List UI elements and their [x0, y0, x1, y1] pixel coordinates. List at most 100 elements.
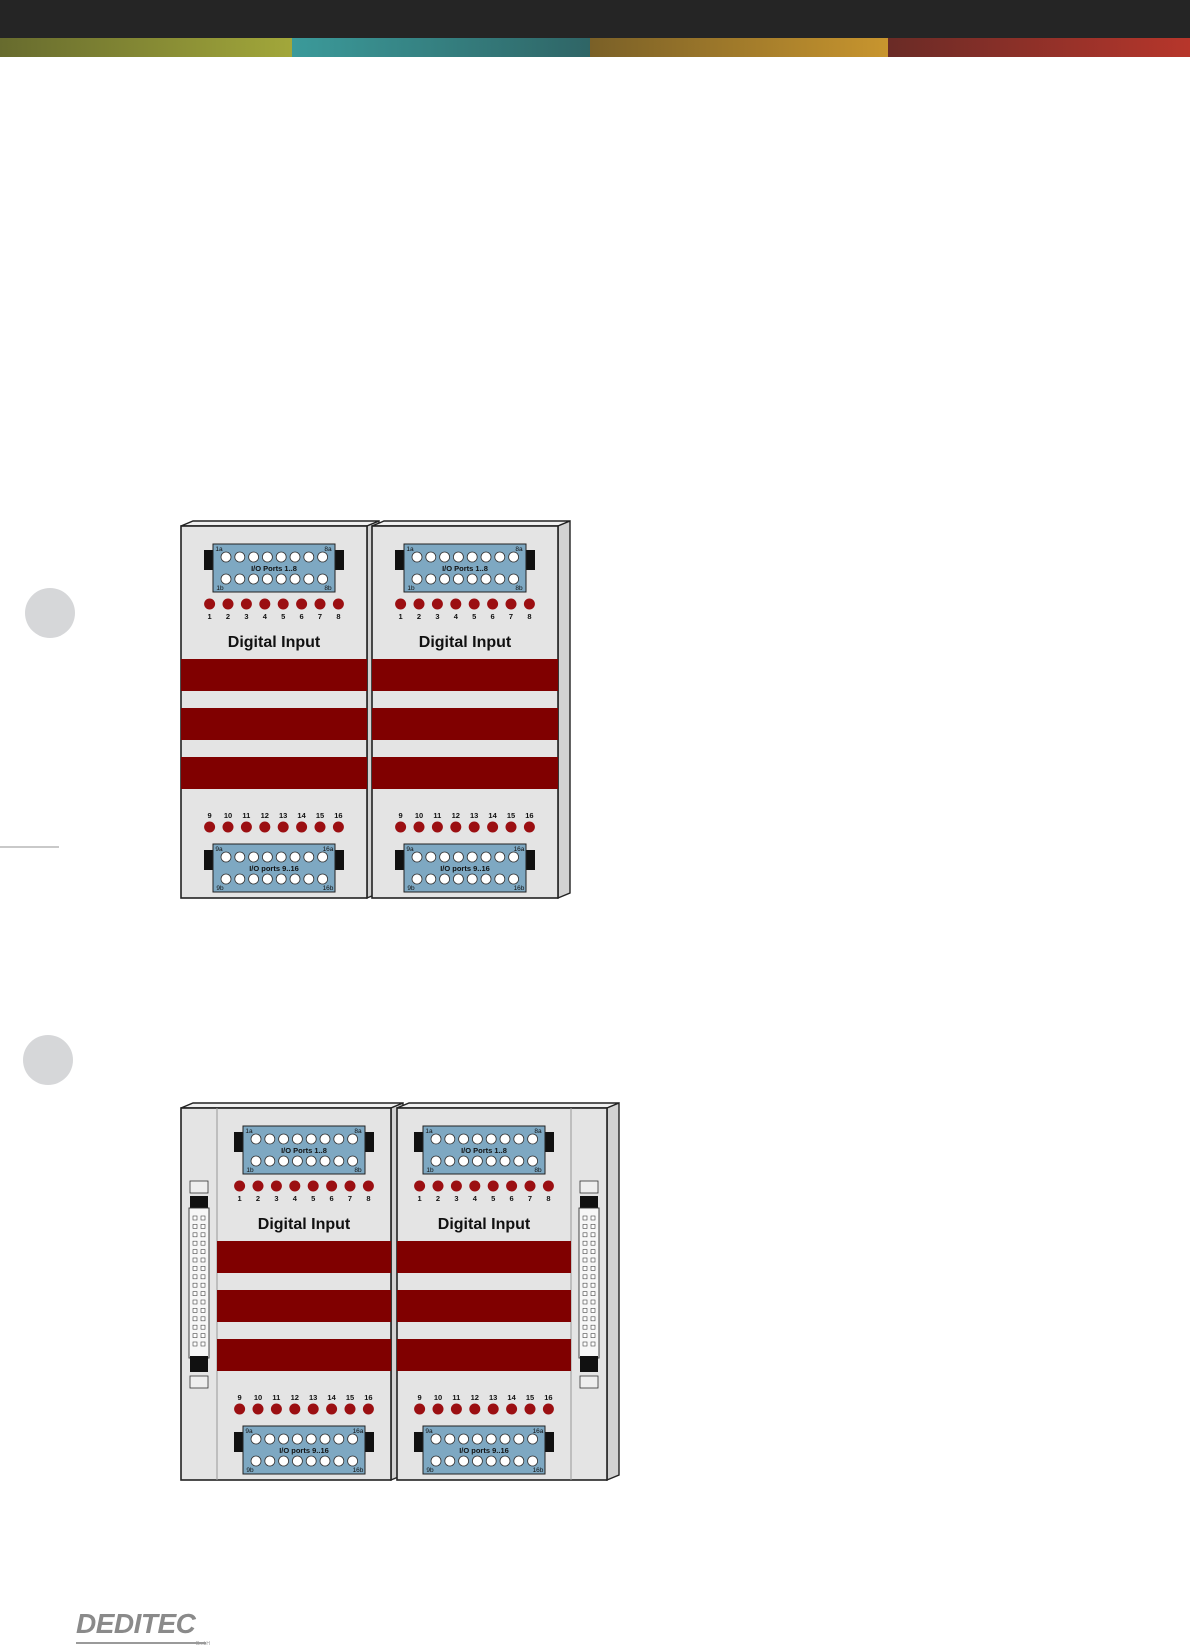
- fig2-module-2-top-pin: [499, 1133, 511, 1145]
- fig2-module-2-bottom-pin: [499, 1433, 511, 1445]
- fig1-module-1-bottom-latch-right: [335, 850, 344, 870]
- fig2-module-2-bottom-pin: [485, 1455, 497, 1467]
- fig2-module-1-top-latch-left: [234, 1132, 243, 1152]
- fig2-module-2-rail-hole: [590, 1282, 596, 1288]
- fig1-module-2-top-pin-label: 8b: [515, 585, 523, 592]
- fig1-module-2-bottom-led: [450, 821, 462, 833]
- fig2-module-2-label-band: [397, 1339, 571, 1371]
- fig2-module-2-bottom-pin: [513, 1455, 525, 1467]
- fig2-module-2-top-led: [524, 1180, 536, 1192]
- fig2-module-1-bottom-led: [289, 1403, 301, 1415]
- fig1-module-2-top-led: [468, 598, 480, 610]
- fig1-module-1-top-pin: [220, 573, 232, 585]
- fig2-module-1-top-led: [270, 1180, 282, 1192]
- fig1-module-2-bottom-pin: [452, 851, 464, 863]
- fig1-module-2-top-led: [395, 598, 407, 610]
- fig2-module-2-top-pin: [527, 1155, 538, 1167]
- fig2-module-2-bottom-led: [469, 1403, 481, 1415]
- fig2-module-1-rail-hole: [192, 1240, 198, 1246]
- fig2-module-1-rail-hole: [200, 1257, 206, 1263]
- fig1-module-1-top-connector: [212, 543, 336, 593]
- fig1-module-2-bottom-led: [505, 821, 517, 833]
- logo-text: DEDITEC: [76, 1608, 196, 1639]
- fig2-module-2-rail-hole: [582, 1324, 588, 1330]
- fig1-module-2-bottom-connector-label: I/O ports 9..16: [440, 864, 490, 873]
- fig2-module-1-top-led: [252, 1180, 264, 1192]
- fig2-module-1-top-led-number: 2: [256, 1194, 260, 1203]
- fig2-module-2-bottom-latch-right: [545, 1432, 554, 1452]
- fig1-module-2-top-pin: [480, 573, 492, 585]
- fig1-module-2-bottom-latch-right: [526, 850, 535, 870]
- fig2-module-1-rail-hole: [200, 1266, 206, 1271]
- fig1-module-2-bottom-pin: [480, 873, 492, 885]
- fig1-module-2-bottom-led: [431, 821, 443, 833]
- fig1-module-1-top-pin: [289, 573, 301, 585]
- fig2-module-2-top-led: [487, 1180, 499, 1192]
- fig1-module-1-top-led-number: 4: [263, 612, 268, 621]
- fig1-module-1-bottom-led-number: 15: [316, 811, 324, 820]
- fig2-module-2-bottom-led-number: 16: [544, 1393, 552, 1402]
- fig1-module-2-bottom-led-number: 15: [507, 811, 515, 820]
- fig2-module-2-top-led: [506, 1180, 518, 1192]
- fig2-module-1-bottom-pin: [291, 1455, 303, 1467]
- fig1-module-1-bottom-pin-label: 16a: [323, 846, 334, 853]
- fig2-module-1-rail-hole: [192, 1266, 198, 1271]
- fig2-module-2-bottom-pin: [458, 1433, 470, 1445]
- fig1-module-1-bottom-connector-label: I/O ports 9..16: [249, 864, 299, 873]
- fig2-module-1-bottom-led-number: 16: [364, 1393, 372, 1402]
- fig2-module-2-rail-hole: [590, 1232, 596, 1238]
- fig2-module-2-bottom-led: [450, 1403, 462, 1415]
- color-stripe-red: [888, 38, 1190, 57]
- fig2-module-2-top-pin: [513, 1155, 525, 1167]
- fig2-module-1-bottom-pin: [319, 1433, 331, 1445]
- fig1-module-2-top-pin: [452, 573, 464, 585]
- color-stripe-teal: [292, 38, 590, 57]
- fig2-module-1-bottom-led-number: 14: [327, 1393, 336, 1402]
- section-bullet-1: [25, 588, 75, 638]
- fig2-module-2-top-pin-label: 1a: [425, 1128, 433, 1135]
- fig1-module-1-top-pin: [289, 551, 301, 563]
- fig1-module-1-top-pin: [317, 551, 329, 563]
- fig2-module-2-top-pin: [485, 1133, 497, 1145]
- fig2-module-1-bottom-led: [270, 1403, 282, 1415]
- fig1-module-2-bottom-pin: [494, 873, 506, 885]
- fig2-module-1-top-pin: [264, 1155, 276, 1167]
- fig2-module-1-rail-hole: [200, 1249, 206, 1254]
- fig2-module-2-rail-ribbon-connector: [578, 1207, 600, 1359]
- fig2-module-2-bottom-led: [432, 1403, 444, 1415]
- fig2-module-2-rail-clip-top: [579, 1180, 599, 1194]
- fig2-module-2-bottom-led-number: 15: [526, 1393, 534, 1402]
- fig2-module-2-rail-hole: [582, 1232, 588, 1238]
- fig2-module-2-rail-hole: [590, 1324, 596, 1330]
- fig2-module-2-top-connector-label: I/O Ports 1..8: [461, 1146, 507, 1155]
- fig1-module-1-top-pin-label: 8a: [324, 546, 332, 553]
- fig2-module-2-top-latch-right: [545, 1132, 554, 1152]
- fig1-module-2-top-latch-right: [526, 550, 535, 570]
- fig2-module-1-rail-hole: [192, 1215, 198, 1221]
- fig1-module-1-bottom-pin: [317, 851, 329, 863]
- fig1-module-1-top-pin: [234, 551, 246, 563]
- fig1-module-2-top-pin: [466, 551, 478, 563]
- fig2-module-2-bottom-pin: [485, 1433, 497, 1445]
- fig1-module-1-bottom-led-number: 10: [224, 811, 232, 820]
- fig1-module-1-top-pin: [234, 573, 246, 585]
- fig1-module-1-bottom-pin: [303, 851, 315, 863]
- fig2-module-1-bottom-led: [326, 1403, 338, 1415]
- fig2-module-1-label-band: [217, 1241, 391, 1273]
- fig2-module-2-rail-hole: [582, 1249, 588, 1254]
- fig1-module-1-label-band: [181, 757, 367, 789]
- fig2-module-2-rail-hole: [590, 1291, 596, 1296]
- fig2-module-1-top-pin-label: 8b: [354, 1167, 362, 1174]
- fig2-module-2-rail-hole: [582, 1215, 588, 1221]
- fig1-module-2-top-pin: [508, 573, 519, 585]
- fig2-module-1-top-led-number: 4: [293, 1194, 298, 1203]
- fig2-module-2-top-pin: [527, 1133, 538, 1145]
- fig2-module-1-top-led-number: 7: [348, 1194, 352, 1203]
- fig1-module-1-top-pin: [275, 573, 287, 585]
- fig1-module-2-top-led: [413, 598, 425, 610]
- fig1-module-1-bottom-pin: [248, 873, 260, 885]
- fig2-module-2-bottom-led-number: 12: [471, 1393, 479, 1402]
- fig1-module-2-top-led-number: 3: [435, 612, 439, 621]
- fig2-module-2-top-pin: [513, 1133, 525, 1145]
- fig2-module-2-top-pin-label: 1b: [426, 1167, 434, 1174]
